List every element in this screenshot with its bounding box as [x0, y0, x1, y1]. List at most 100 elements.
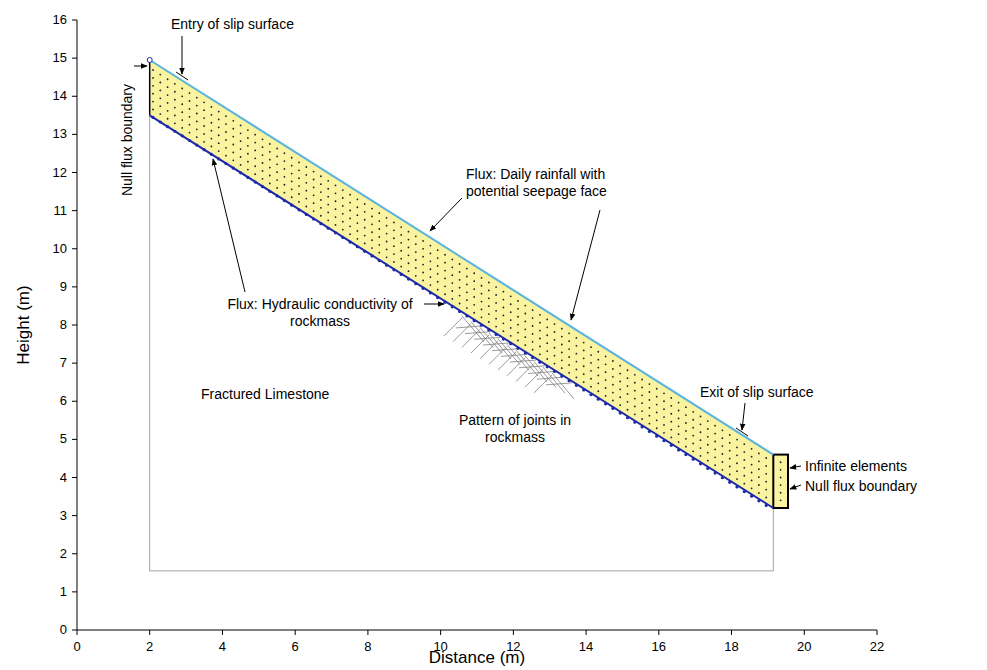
mesh-node [568, 332, 570, 334]
mesh-node [262, 162, 264, 164]
base-node [648, 430, 651, 433]
mesh-node [627, 369, 629, 371]
mesh-node [707, 420, 709, 422]
tick-label: 0 [60, 622, 67, 638]
mesh-node [546, 326, 548, 328]
mesh-node [780, 492, 782, 494]
mesh-node [714, 456, 716, 458]
tick-label: 3 [60, 508, 67, 524]
mesh-node [488, 313, 490, 315]
mesh-node [305, 174, 307, 176]
base-node [151, 116, 154, 119]
base-node [765, 504, 768, 507]
mesh-node [517, 324, 519, 326]
mesh-node [685, 446, 687, 448]
mesh-node [503, 299, 505, 301]
x-tick [149, 630, 150, 635]
mesh-node [649, 415, 651, 417]
mesh-node [714, 464, 716, 466]
mesh-node [459, 295, 461, 297]
mesh-node [218, 119, 220, 121]
mesh-node [386, 249, 388, 251]
tick-label: 1 [60, 584, 67, 600]
mesh-node [247, 129, 249, 131]
leader-arrow [790, 485, 801, 489]
mesh-node [225, 155, 227, 157]
mesh-node [211, 106, 213, 108]
base-node [743, 490, 746, 493]
base-node [757, 499, 760, 502]
mesh-node [152, 109, 154, 111]
mesh-node [590, 386, 592, 388]
mesh-node [554, 331, 556, 333]
mesh-node [276, 171, 278, 173]
mesh-node [627, 377, 629, 379]
mesh-node [298, 193, 300, 195]
mesh-node [634, 406, 636, 408]
leader-arrow [790, 466, 801, 468]
mesh-node [751, 456, 753, 458]
mesh-node [349, 210, 351, 212]
mesh-node [240, 148, 242, 150]
mesh-node [641, 410, 643, 412]
mesh-node [181, 103, 183, 105]
tick-label: 20 [797, 639, 811, 655]
mesh-node [232, 144, 234, 146]
mesh-node [240, 164, 242, 166]
joint-line [474, 337, 500, 339]
mesh-node [729, 434, 731, 436]
infinite-elements-block [773, 455, 788, 508]
base-node [502, 338, 505, 341]
x-tick [440, 630, 441, 635]
mesh-node [722, 429, 724, 431]
mesh-node [495, 286, 497, 288]
mesh-node [196, 105, 198, 107]
mesh-node [415, 235, 417, 237]
mesh-node [305, 206, 307, 208]
mesh-node [619, 381, 621, 383]
mesh-node [335, 185, 337, 187]
mesh-node [357, 222, 359, 224]
mesh-node [495, 294, 497, 296]
mesh-node [736, 470, 738, 472]
mesh-node [758, 453, 760, 455]
joint-line [534, 375, 552, 393]
joint-line [507, 358, 525, 376]
base-node [546, 365, 549, 368]
mesh-node [612, 392, 614, 394]
mesh-node [313, 187, 315, 189]
mesh-node [473, 296, 475, 298]
mesh-node [335, 208, 337, 210]
mesh-node [284, 176, 286, 178]
mesh-node [451, 282, 453, 284]
mesh-node [313, 179, 315, 181]
tick-label: 4 [60, 470, 67, 486]
base-node [414, 282, 417, 285]
mesh-node [408, 231, 410, 233]
mesh-node [357, 238, 359, 240]
base-node [633, 421, 636, 424]
mesh-node [670, 413, 672, 415]
mesh-node [298, 161, 300, 163]
mesh-node [262, 170, 264, 172]
mesh-node [342, 229, 344, 231]
mesh-node [159, 74, 161, 76]
joint-line [537, 377, 563, 379]
base-node [721, 476, 724, 479]
base-node [589, 393, 592, 396]
mesh-node [459, 287, 461, 289]
leader-arrow [742, 403, 745, 430]
mesh-node [174, 91, 176, 93]
mesh-node [627, 409, 629, 411]
mesh-node [641, 386, 643, 388]
mesh-node [371, 239, 373, 241]
mesh-node [152, 85, 154, 87]
mesh-node [408, 262, 410, 264]
mesh-node [758, 476, 760, 478]
mesh-node [189, 124, 191, 126]
mesh-node [473, 272, 475, 274]
base-node [224, 162, 227, 165]
base-node [443, 301, 446, 304]
base-node [706, 467, 709, 470]
